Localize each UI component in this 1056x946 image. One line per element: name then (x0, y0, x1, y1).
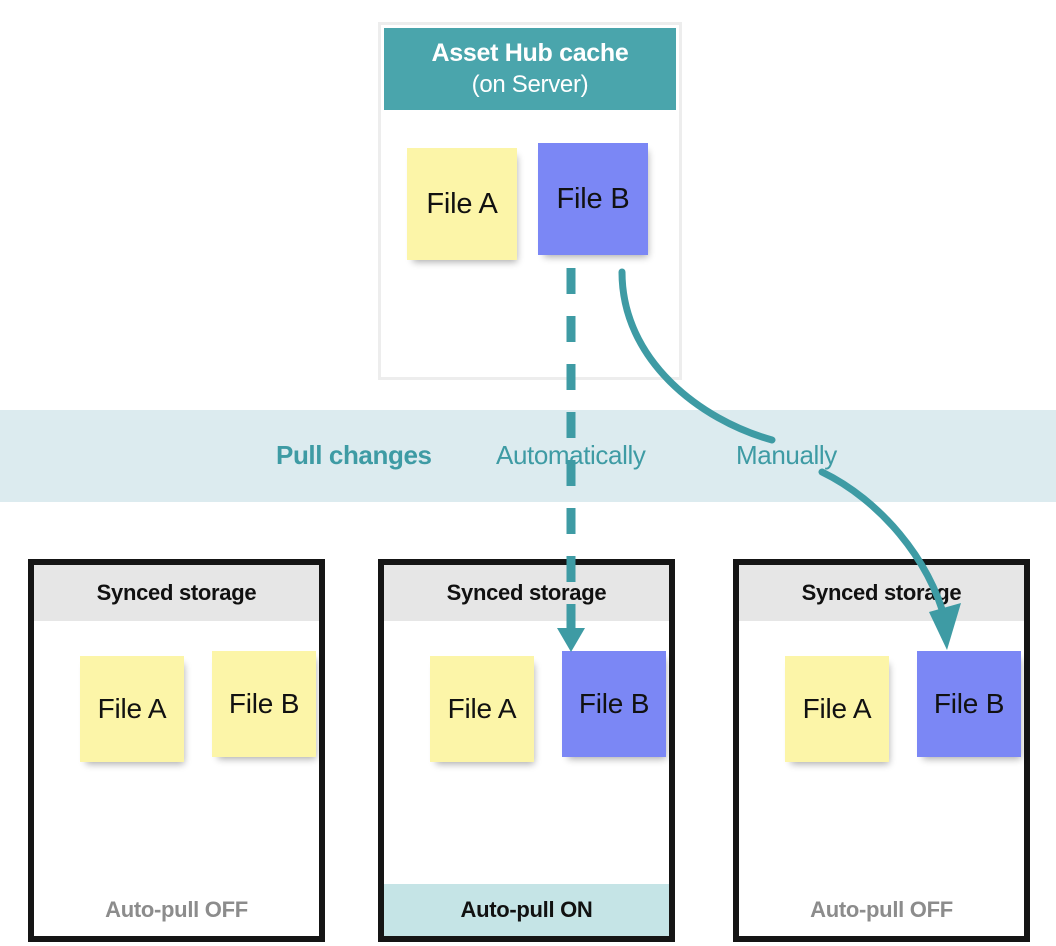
asset-hub-file-b-note[interactable]: File B (538, 143, 648, 255)
storage-middle-file-a-note[interactable]: File A (430, 656, 534, 762)
storage-header-left: Synced storage (34, 565, 319, 621)
storage-left-file-a-note[interactable]: File A (80, 656, 184, 762)
storage-right-file-b-note[interactable]: File B (917, 651, 1021, 757)
asset-hub-file-a-note[interactable]: File A (407, 148, 517, 260)
synced-storage-box-left: Synced storage File A File B Auto-pull O… (28, 559, 325, 942)
storage-header-middle: Synced storage (384, 565, 669, 621)
pull-changes-label: Pull changes (276, 440, 432, 470)
asset-hub-subtitle: (on Server) (471, 71, 589, 98)
manually-label: Manually (736, 440, 837, 470)
auto-pull-status-middle: Auto-pull ON (384, 884, 669, 936)
storage-left-file-b-note[interactable]: File B (212, 651, 316, 757)
storage-right-file-a-note[interactable]: File A (785, 656, 889, 762)
storage-header-right: Synced storage (739, 565, 1024, 621)
storage-middle-file-b-note[interactable]: File B (562, 651, 666, 757)
auto-pull-status-right: Auto-pull OFF (810, 897, 953, 922)
asset-hub-cache-card: Asset Hub cache (on Server) File A File … (378, 22, 682, 380)
synced-storage-box-middle: Synced storage File A File B Auto-pull O… (378, 559, 675, 942)
asset-hub-card-header: Asset Hub cache (on Server) (384, 28, 676, 110)
auto-pull-status-left: Auto-pull OFF (105, 897, 248, 922)
automatically-label: Automatically (496, 440, 646, 470)
asset-hub-title: Asset Hub cache (431, 39, 629, 67)
synced-storage-box-right: Synced storage File A File B Auto-pull O… (733, 559, 1030, 942)
